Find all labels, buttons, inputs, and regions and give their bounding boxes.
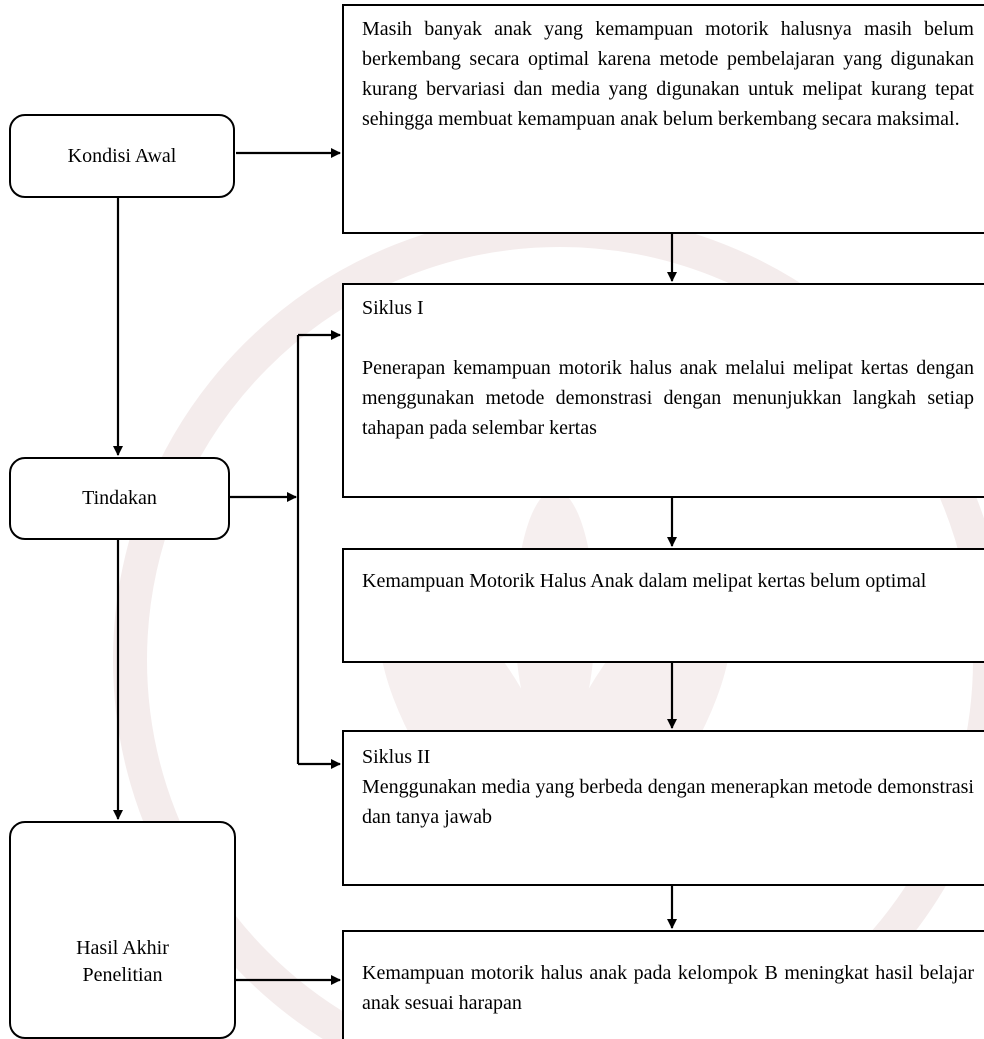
kondisi-awal-node: Kondisi Awal <box>9 114 235 198</box>
kondisi-awal-description: Masih banyak anak yang kemampuan motorik… <box>362 18 974 130</box>
kondisi-awal-description-box: Masih banyak anak yang kemampuan motorik… <box>342 4 984 234</box>
kondisi-awal-label: Kondisi Awal <box>67 144 177 167</box>
siklus-2-title: Siklus II <box>362 746 431 768</box>
hasil-akhir-node: Hasil Akhir Penelitian <box>9 821 236 1039</box>
hasil-description-box: Kemampuan motorik halus anak pada kelomp… <box>342 930 984 1039</box>
siklus-1-box: Siklus I Penerapan kemampuan motorik hal… <box>342 283 984 498</box>
siklus-2-box: Siklus II Menggunakan media yang berbeda… <box>342 730 984 886</box>
hasil-description: Kemampuan motorik halus anak pada kelomp… <box>362 962 974 1014</box>
siklus-1-description: Penerapan kemampuan motorik halus anak m… <box>362 357 974 439</box>
hasil-akhir-label: Hasil Akhir Penelitian <box>76 937 169 986</box>
siklus-1-title: Siklus I <box>362 297 424 319</box>
refleksi-description: Kemampuan Motorik Halus Anak dalam melip… <box>362 570 927 592</box>
siklus-2-description: Menggunakan media yang berbeda dengan me… <box>362 776 974 828</box>
refleksi-box: Kemampuan Motorik Halus Anak dalam melip… <box>342 548 984 663</box>
tindakan-label: Tindakan <box>82 487 157 509</box>
tindakan-node: Tindakan <box>9 457 230 540</box>
